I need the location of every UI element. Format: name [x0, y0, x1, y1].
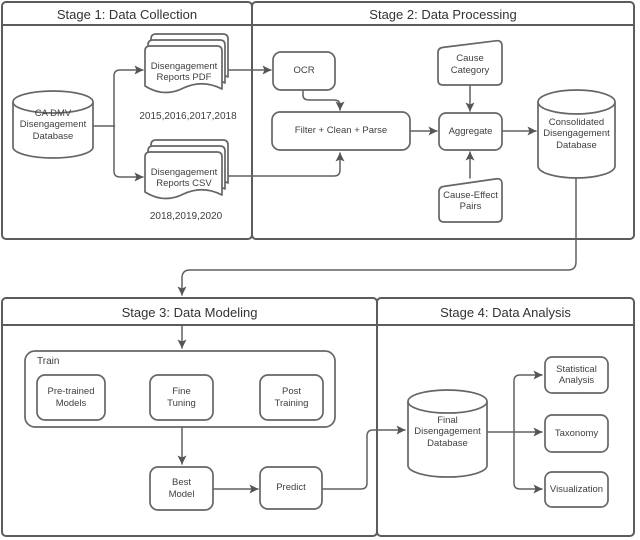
node-final-database [407, 389, 488, 478]
node-cause-category [437, 39, 503, 86]
cylinder-shape [12, 90, 94, 159]
node-reports-csv [144, 139, 229, 200]
cylinder-shape [407, 389, 488, 478]
node-ocr [272, 51, 336, 91]
stage4-title: Stage 4: Data Analysis [440, 304, 571, 320]
cylinder-shape [537, 89, 616, 179]
edge-dmv-to-csv [113, 125, 144, 182]
node-cause-effect-pairs [438, 177, 503, 223]
node-filter-clean-parse [271, 111, 411, 151]
node-reports-pdf [144, 33, 229, 94]
cylinder-rim [537, 101, 616, 115]
node-best-model [149, 466, 214, 511]
node-taxonomy [544, 414, 609, 453]
edge-consolidated-to-stage3 [177, 177, 577, 296]
document-sheet-front [144, 45, 223, 94]
stage3-title: Stage 3: Data Modeling [121, 304, 258, 320]
node-aggregate [438, 112, 503, 151]
document-sheet-front [144, 151, 223, 200]
cylinder-rim [407, 401, 488, 414]
stage2-title: Stage 2: Data Processing [369, 6, 517, 22]
node-predict [259, 466, 323, 510]
edge-predict-to-finaldb [321, 425, 406, 490]
cylinder-rim [12, 101, 94, 114]
edge-dmv-to-pdf [113, 65, 144, 127]
edge-csv-to-filter [221, 152, 345, 177]
edge-finaldb-to-visualization [513, 431, 543, 494]
edge-finaldb-to-statistical [513, 370, 543, 433]
node-pretrained-models [36, 374, 106, 421]
node-fine-tuning [149, 374, 214, 421]
node-consolidated-database [537, 89, 616, 179]
edge-ocr-to-filter [302, 89, 345, 111]
node-visualization [544, 471, 609, 508]
node-post-training [259, 374, 324, 421]
node-statistical-analysis [544, 356, 609, 394]
stage1-title: Stage 1: Data Collection [56, 6, 198, 22]
node-ca-dmv-database [12, 90, 94, 159]
